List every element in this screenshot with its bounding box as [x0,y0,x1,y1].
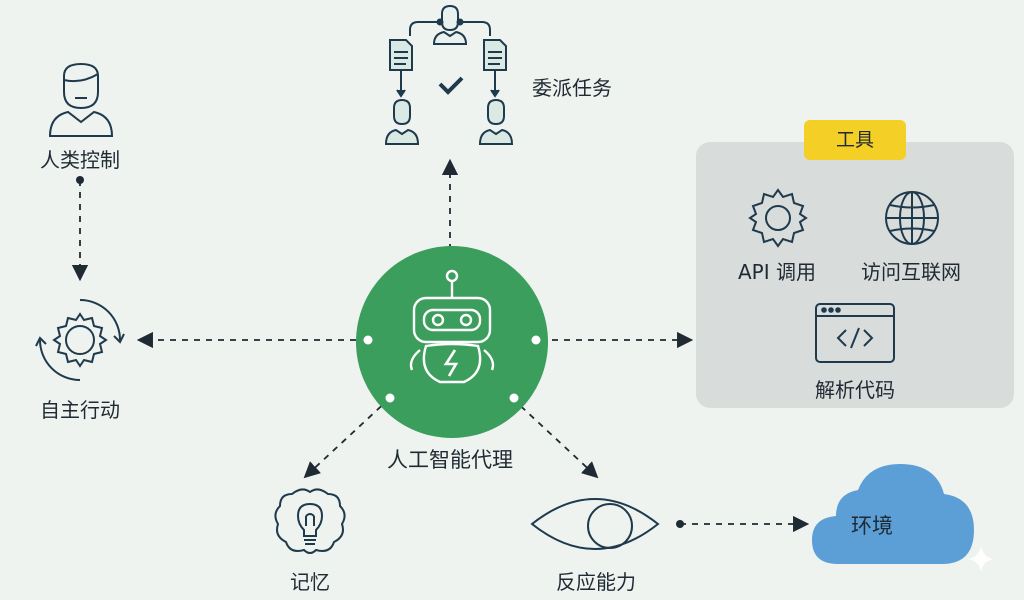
gear-cycle-icon [35,299,125,381]
tools-title-badge: 工具 [804,120,906,160]
person-icon [48,62,114,137]
tool-internet-label: 访问互联网 [861,260,961,284]
globe-icon [885,191,939,245]
person-icon [478,98,514,145]
human-control-label: 人类控制 [40,148,120,172]
tool-code-label: 解析代码 [815,378,895,402]
document-icon [389,39,413,71]
sparkle-icon [968,546,994,572]
cloud-icon [812,464,974,564]
checkmark-icon [438,76,464,95]
environment-label: 环境 [851,514,893,538]
gear-icon [748,188,808,248]
document-icon [483,39,507,71]
brain-bulb-icon [274,488,346,554]
agent-node [356,246,548,438]
tool-api-label: API 调用 [738,260,816,284]
eye-icon [530,498,660,550]
workflow-icon [384,4,514,145]
memory-label: 记忆 [290,570,330,594]
code-window-icon [815,303,895,363]
robot-icon [409,269,495,384]
reactive-label: 反应能力 [556,570,636,594]
agent-label: 人工智能代理 [387,448,513,472]
delegate-tasks-label: 委派任务 [532,76,612,100]
autonomous-action-label: 自主行动 [40,398,120,422]
person-icon [384,98,420,145]
tools-panel [696,142,1014,408]
